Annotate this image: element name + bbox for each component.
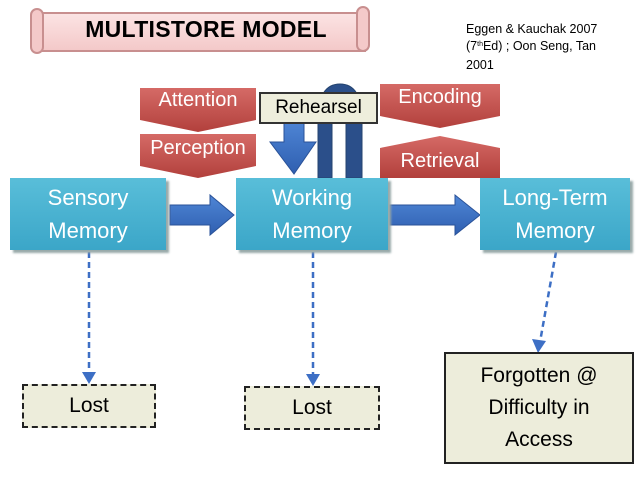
lost-working-box: Lost (244, 386, 380, 430)
citation-line-2: (7thEd) ; Oon Seng, Tan (466, 39, 597, 53)
rehearsal-input-arrow (269, 119, 317, 175)
scroll-curl-left (30, 8, 44, 54)
citation-line-3: 2001 (466, 58, 494, 72)
attention-banner (140, 88, 256, 132)
encoding-label: Encoding (398, 86, 482, 108)
forgotten-box: Forgotten @ Difficulty in Access (444, 352, 634, 464)
sensory-memory-label: Sensory Memory (47, 185, 129, 243)
lost-sensory-box: Lost (22, 384, 156, 428)
title-scroll-body (38, 12, 366, 52)
retrieval-label: Retrieval (400, 150, 480, 172)
sensory-to-working-arrow (169, 193, 235, 237)
page-title: MULTISTORE MODEL (85, 16, 327, 42)
longterm-to-forgotten-arrow (538, 251, 558, 343)
encoding-banner (380, 84, 500, 128)
long-term-memory-label: Long-Term Memory (502, 185, 608, 243)
perception-banner (140, 134, 256, 178)
citation-line-1: Eggen & Kauchak 2007 (466, 22, 598, 36)
title-scroll: MULTISTORE MODEL (30, 6, 370, 56)
attention-label: Attention (158, 89, 238, 111)
working-memory-label: Working Memory (271, 185, 353, 243)
forgotten-label: Forgotten @ Difficulty in Access (480, 364, 598, 451)
working-to-longterm-arrow (389, 193, 481, 237)
working-memory-box: Working Memory (236, 178, 388, 250)
retrieval-banner (380, 136, 500, 178)
rehearsel-box: Rehearsel (259, 92, 378, 124)
sensory-memory-box: Sensory Memory (10, 178, 166, 250)
citation: Eggen & Kauchak 2007 (7thEd) ; Oon Seng,… (466, 21, 636, 74)
perception-label: Perception (150, 137, 246, 159)
long-term-memory-box: Long-Term Memory (480, 178, 630, 250)
scroll-curl-right (356, 6, 370, 52)
